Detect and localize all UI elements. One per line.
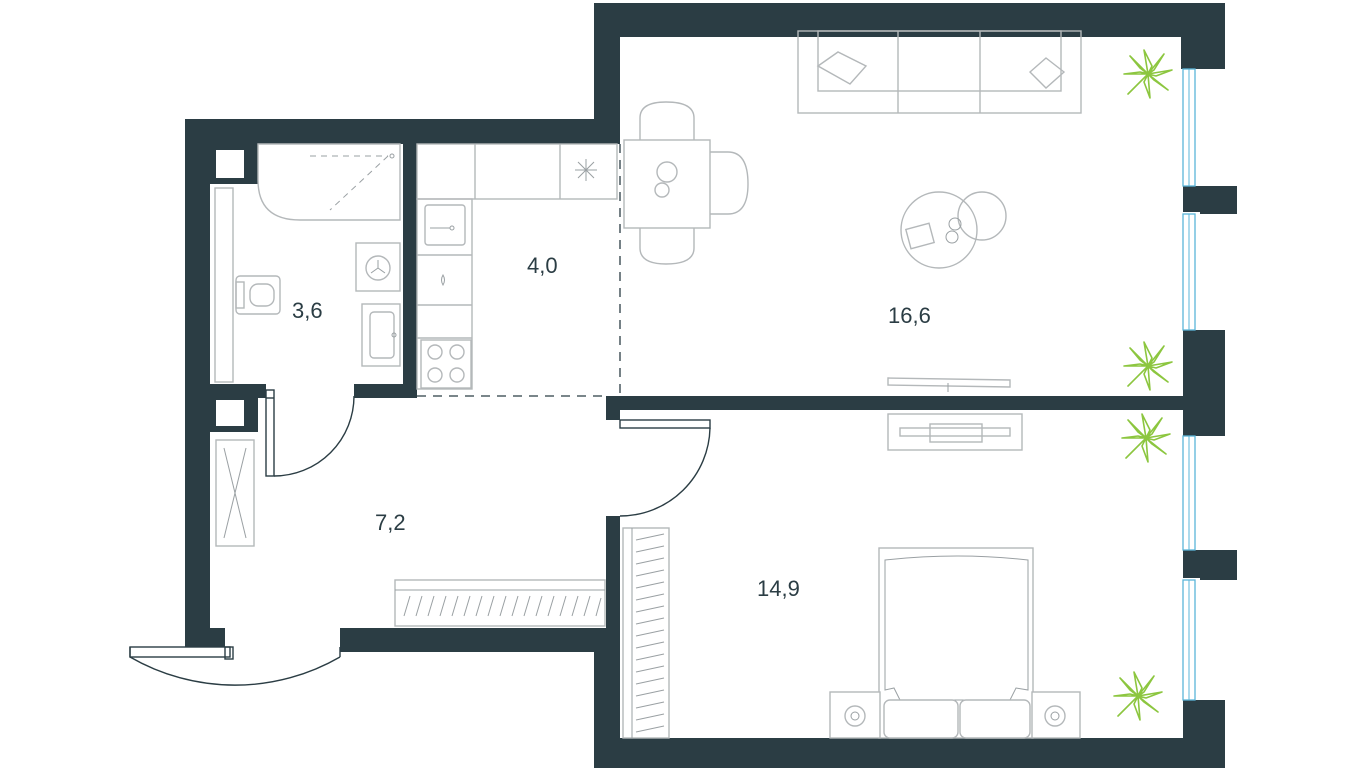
washing-machine-icon <box>355 242 401 292</box>
toilet-icon <box>235 275 281 315</box>
bedroom-wardrobe-icon <box>622 527 670 739</box>
shower-icon <box>257 143 401 221</box>
plant-icon <box>1113 671 1163 721</box>
fridge-icon <box>575 159 597 181</box>
bathroom-fixtures <box>214 143 401 383</box>
sink-icon <box>424 204 466 246</box>
dining-table-icon <box>623 101 749 265</box>
bed-icon <box>829 547 1081 739</box>
kitchen-units <box>416 143 618 390</box>
plant-icon <box>1123 341 1173 391</box>
plant-icon <box>1121 413 1171 463</box>
windows <box>1182 68 1196 701</box>
plant-icon <box>1123 49 1173 99</box>
coffee-table-icon <box>900 191 1007 269</box>
living-room-area-label: 16,6 <box>888 303 931 328</box>
hallway-area-label: 7,2 <box>375 510 406 535</box>
sink-icon <box>361 303 401 367</box>
tv-icon <box>887 377 1011 392</box>
sofa-icon <box>797 30 1082 114</box>
bathroom-area-label: 3,6 <box>292 298 323 323</box>
wardrobe-icon <box>215 439 255 547</box>
doors <box>129 389 711 686</box>
kitchen-area-label: 4,0 <box>527 253 558 278</box>
shoe-rack-icon <box>394 579 606 627</box>
tv-stand-icon <box>887 413 1023 451</box>
stove-icon <box>420 339 472 389</box>
kitchen-boundary <box>417 144 621 397</box>
bedroom-area-label: 14,9 <box>757 576 800 601</box>
walls <box>185 3 1237 768</box>
